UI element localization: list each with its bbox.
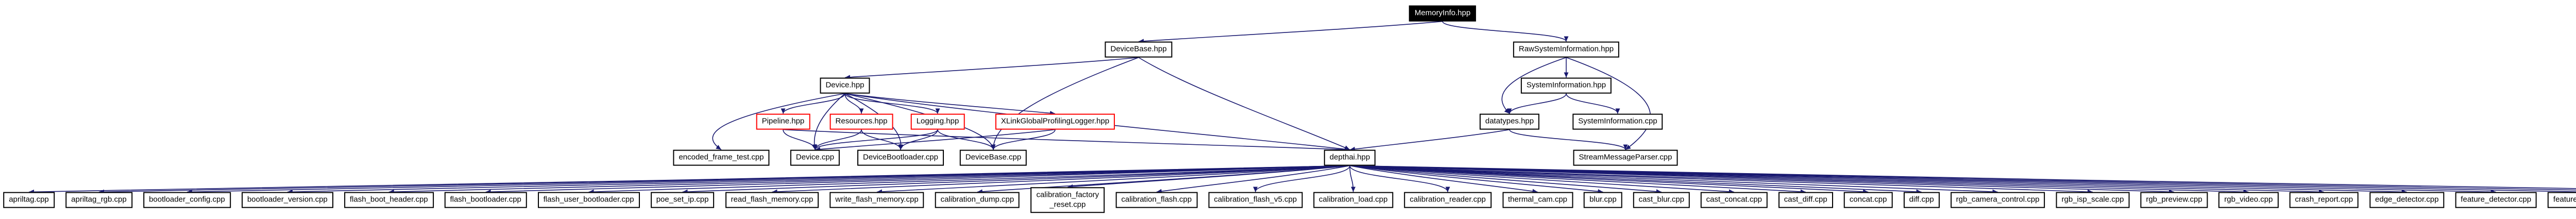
graph-edge-pipeline-hpp-to-device-cpp: [783, 129, 818, 150]
graph-node-bootloader-config-cpp[interactable]: bootloader_config.cpp: [143, 192, 231, 208]
graph-node-systeminformation-hpp[interactable]: SystemInformation.hpp: [1520, 77, 1612, 94]
graph-node-flash-bootloader-cpp[interactable]: flash_bootloader.cpp: [444, 192, 527, 208]
graph-node-apriltag-rgb-cpp[interactable]: apriltag_rgb.cpp: [65, 192, 132, 208]
graph-node-feature-detector-cpp[interactable]: feature_detector.cpp: [2455, 192, 2537, 208]
graph-node-datatypes-hpp[interactable]: datatypes.hpp: [1479, 113, 1540, 130]
graph-edge-depthai-hpp-to-poe-set-ip-cpp: [682, 165, 1350, 194]
graph-node-rgb-preview-cpp[interactable]: rgb_preview.cpp: [2140, 192, 2208, 208]
graph-node-apriltag-cpp[interactable]: apriltag.cpp: [3, 192, 55, 208]
graph-edge-devicebase-hpp-to-device-hpp: [844, 57, 1139, 80]
graph-edge-depthai-hpp-to-cast-diff-cpp: [1349, 165, 1806, 194]
graph-node-cast-diff-cpp[interactable]: cast_diff.cpp: [1778, 192, 1833, 208]
graph-node-device-cpp[interactable]: Device.cpp: [790, 149, 840, 166]
graph-node-systeminformation-cpp[interactable]: SystemInformation.cpp: [1572, 113, 1663, 130]
graph-edge-depthai-hpp-to-diff-cpp: [1349, 165, 1922, 194]
graph-edge-depthai-hpp-to-calibration-flash-cpp: [1156, 165, 1350, 194]
graph-node-calibration-factory-reset-cpp[interactable]: calibration_factory _reset.cpp: [1030, 187, 1105, 213]
graph-edge-depthai-hpp-to-flash-bootloader-cpp: [485, 165, 1350, 194]
graph-node-pipeline-hpp[interactable]: Pipeline.hpp: [756, 113, 810, 130]
graph-edge-rawsysteminformation-hpp-to-streammessageparser-cpp: [1566, 57, 1651, 150]
graph-node-concat-cpp[interactable]: concat.cpp: [1843, 192, 1893, 208]
graph-edge-depthai-hpp-to-concat-cpp: [1349, 165, 1869, 194]
graph-node-depthai-hpp[interactable]: depthai.hpp: [1324, 149, 1376, 166]
graph-edge-depthai-hpp-to-calibration-reader-cpp: [1349, 165, 1450, 192]
graph-node-rgb-video-cpp[interactable]: rgb_video.cpp: [2218, 192, 2279, 208]
graph-node-edge-detector-cpp[interactable]: edge_detector.cpp: [2369, 192, 2445, 208]
graph-node-feature-tracker-cpp[interactable]: feature_tracker.cpp: [2547, 192, 2576, 208]
graph-node-calibration-reader-cpp[interactable]: calibration_reader.cpp: [1404, 192, 1492, 208]
graph-edge-device-hpp-to-encoded-frame-test-cpp: [712, 93, 845, 150]
graph-edge-rawsysteminformation-hpp-to-datatypes-hpp: [1501, 57, 1567, 114]
graph-node-rgb-camera-control-cpp[interactable]: rgb_camera_control.cpp: [1950, 192, 2045, 208]
graph-node-encoded-frame-test-cpp[interactable]: encoded_frame_test.cpp: [673, 149, 770, 166]
graph-node-calibration-dump-cpp[interactable]: calibration_dump.cpp: [935, 192, 1020, 208]
graph-edge-datatypes-hpp-to-streammessageparser-cpp: [1509, 129, 1628, 150]
graph-edge-logging-hpp-to-devicebootloader-cpp: [898, 129, 938, 150]
graph-edge-depthai-hpp-to-apriltag-cpp: [28, 165, 1350, 194]
graph-edge-depthai-hpp-to-thermal-cam-cpp: [1349, 165, 1538, 194]
graph-edge-depthai-hpp-to-cast-blur-cpp: [1349, 165, 1662, 194]
graph-edge-pipeline-hpp-to-depthai-hpp: [783, 129, 1350, 152]
graph-edge-memoryinfo-hpp-to-devicebase-hpp: [1138, 21, 1443, 44]
graph-node-rgb-isp-scale-cpp[interactable]: rgb_isp_scale.cpp: [2056, 192, 2130, 208]
graph-node-device-hpp[interactable]: Device.hpp: [820, 77, 870, 94]
graph-node-devicebase-cpp[interactable]: DeviceBase.cpp: [959, 149, 1027, 166]
graph-node-blur-cpp[interactable]: blur.cpp: [1584, 192, 1622, 208]
graph-edge-systeminformation-hpp-to-systeminformation-cpp: [1566, 93, 1620, 114]
graph-edge-depthai-hpp-to-flash-user-bootloader-cpp: [588, 165, 1350, 194]
graph-edge-xlinkglobalprofilinglogger-hpp-to-device-cpp: [815, 129, 1056, 152]
graph-node-cast-concat-cpp[interactable]: cast_concat.cpp: [1700, 192, 1768, 208]
graph-edge-device-hpp-to-xlinkglobalprofilinglogger-hpp: [844, 93, 1056, 116]
graph-edge-device-hpp-to-logging-hpp: [844, 93, 940, 114]
graph-node-flash-user-bootloader-cpp[interactable]: flash_user_bootloader.cpp: [537, 192, 640, 208]
graph-node-crash-report-cpp[interactable]: crash_report.cpp: [2289, 192, 2359, 208]
graph-edge-depthai-hpp-to-rgb-camera-control-cpp: [1349, 165, 1998, 194]
graph-edge-xlinkglobalprofilinglogger-hpp-to-devicebase-cpp: [991, 129, 1056, 150]
graph-edge-datatypes-hpp-to-depthai-hpp: [1349, 129, 1510, 151]
graph-node-devicebootloader-cpp[interactable]: DeviceBootloader.cpp: [857, 149, 944, 166]
graph-edge-depthai-hpp-to-rgb-isp-scale-cpp: [1349, 165, 2093, 194]
graph-node-streammessageparser-cpp[interactable]: StreamMessageParser.cpp: [1573, 149, 1678, 166]
graph-node-memoryinfo-hpp[interactable]: MemoryInfo.hpp: [1409, 5, 1477, 22]
graph-node-write-flash-memory-cpp[interactable]: write_flash_memory.cpp: [829, 192, 924, 208]
graph-edge-device-hpp-to-pipeline-hpp: [781, 93, 845, 114]
graph-node-cast-blur-cpp[interactable]: cast_blur.cpp: [1633, 192, 1690, 208]
graph-node-flash-boot-header-cpp[interactable]: flash_boot_header.cpp: [344, 192, 434, 208]
graph-node-calibration-load-cpp[interactable]: calibration_load.cpp: [1313, 192, 1394, 208]
graph-edge-depthai-hpp-to-calibration-factory-reset-cpp: [1067, 165, 1350, 189]
graph-edge-depthai-hpp-to-blur-cpp: [1349, 165, 1603, 194]
graph-node-rawsysteminformation-hpp[interactable]: RawSystemInformation.hpp: [1513, 41, 1620, 58]
graph-node-poe-set-ip-cpp[interactable]: poe_set_ip.cpp: [650, 192, 715, 208]
graph-edge-logging-hpp-to-device-cpp: [812, 129, 938, 150]
graph-edge-depthai-hpp-to-write-flash-memory-cpp: [876, 165, 1350, 194]
graph-node-thermal-cam-cpp[interactable]: thermal_cam.cpp: [1502, 192, 1573, 208]
graph-node-diff-cpp[interactable]: diff.cpp: [1903, 192, 1940, 208]
graph-edge-depthai-hpp-to-read-flash-memory-cpp: [772, 165, 1350, 194]
graph-edge-devicebase-hpp-to-devicebase-cpp: [991, 57, 1139, 150]
graph-node-xlinkglobalprofilinglogger-hpp[interactable]: XLinkGlobalProfilingLogger.hpp: [995, 113, 1115, 130]
graph-node-devicebase-hpp[interactable]: DeviceBase.hpp: [1105, 41, 1173, 58]
graph-edge-depthai-hpp-to-calibration-load-cpp: [1349, 165, 1356, 192]
graph-edge-depthai-hpp-to-rgb-preview-cpp: [1349, 165, 2174, 194]
graph-edge-device-hpp-to-device-cpp: [811, 93, 845, 150]
graph-node-calibration-flash-cpp[interactable]: calibration_flash.cpp: [1115, 192, 1198, 208]
graph-edge-memoryinfo-hpp-to-rawsysteminformation-hpp: [1442, 21, 1569, 42]
graph-edge-devicebase-hpp-to-depthai-hpp: [1138, 57, 1350, 150]
graph-edge-depthai-hpp-to-cast-concat-cpp: [1349, 165, 1734, 194]
graph-node-read-flash-memory-cpp[interactable]: read_flash_memory.cpp: [725, 192, 819, 208]
graph-edge-depthai-hpp-to-calibration-flash-v5-cpp: [1253, 165, 1350, 192]
graph-node-bootloader-version-cpp[interactable]: bootloader_version.cpp: [241, 192, 333, 208]
graph-edge-device-hpp-to-resources-hpp: [844, 93, 864, 114]
graph-node-logging-hpp[interactable]: Logging.hpp: [910, 113, 965, 130]
graph-edge-systeminformation-hpp-to-datatypes-hpp: [1507, 93, 1567, 114]
graph-node-resources-hpp[interactable]: Resources.hpp: [829, 113, 893, 130]
graph-node-calibration-flash-v5-cpp[interactable]: calibration_flash_v5.cpp: [1208, 192, 1303, 208]
